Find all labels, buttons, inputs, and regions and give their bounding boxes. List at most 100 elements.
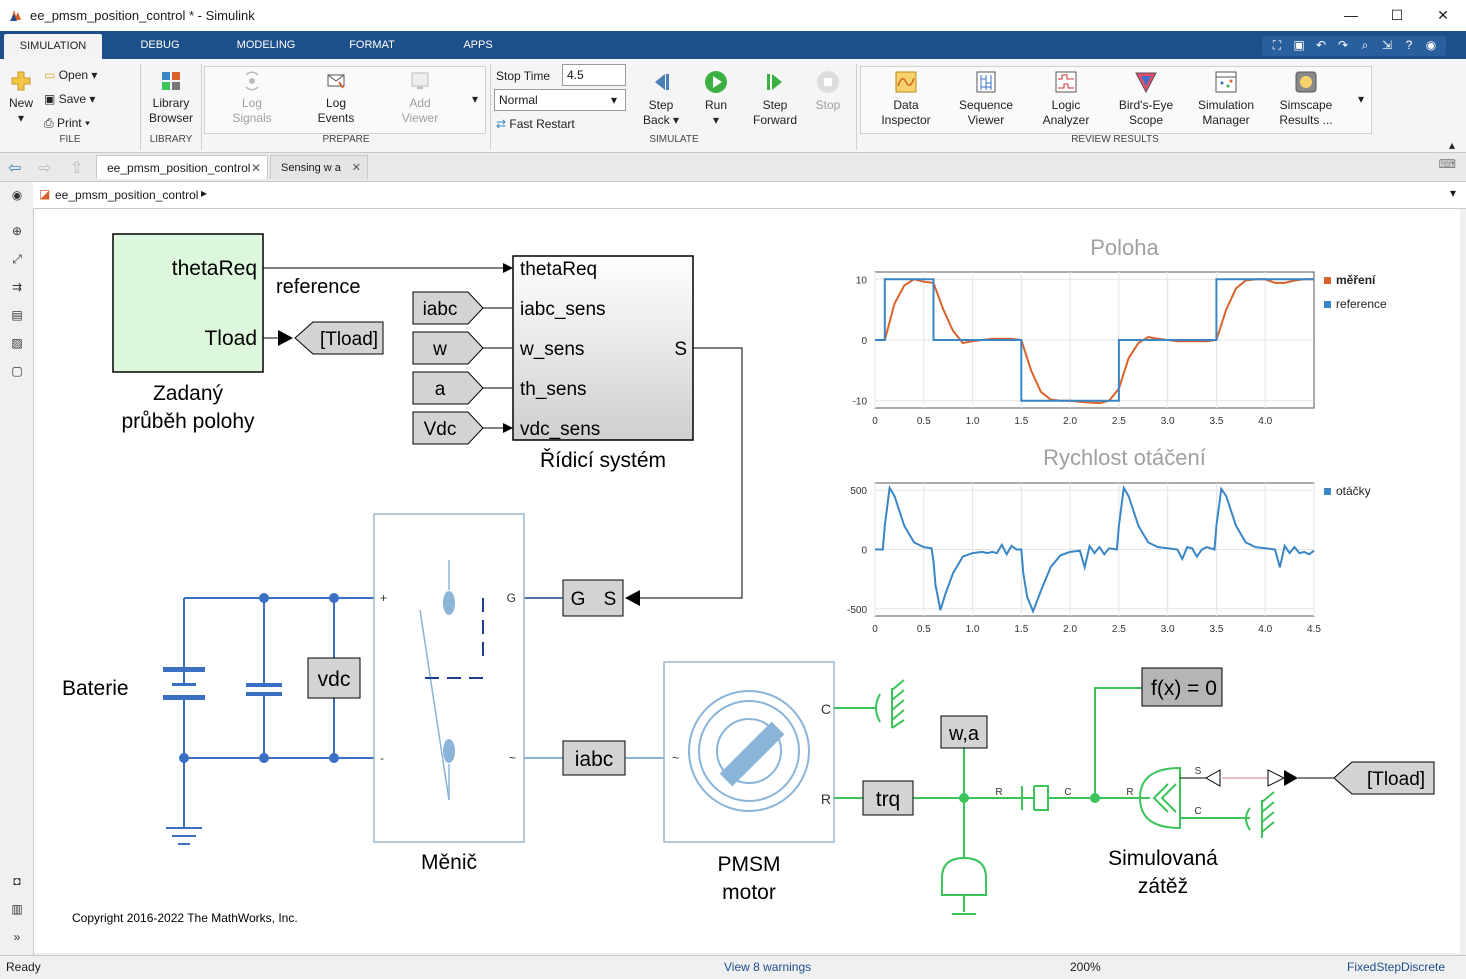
from-a-block[interactable] bbox=[412, 371, 484, 405]
expand-ribbon-icon[interactable]: ◉ bbox=[1425, 38, 1437, 52]
controller-block[interactable] bbox=[512, 255, 694, 441]
vdc-sensor-block[interactable] bbox=[307, 657, 361, 699]
close-tab-icon[interactable]: ✕ bbox=[351, 162, 361, 174]
chart-xtick-label: 2.5 bbox=[1112, 624, 1126, 635]
tab-debug[interactable]: DEBUG bbox=[140, 39, 180, 51]
log-signals-icon bbox=[245, 71, 259, 91]
redo-icon[interactable]: ↷ bbox=[1337, 38, 1349, 52]
from-signal-lines[interactable] bbox=[483, 307, 512, 428]
new-button[interactable]: New▾ bbox=[6, 70, 36, 126]
open-button[interactable]: ▭ Open ▾ bbox=[44, 68, 98, 82]
trq-sensor-block[interactable] bbox=[862, 780, 914, 816]
maximize-button[interactable]: ☐ bbox=[1390, 7, 1404, 23]
keyboard-icon[interactable]: ⌨ bbox=[1438, 157, 1456, 171]
tab-simulation[interactable]: SIMULATION bbox=[4, 34, 102, 59]
torque-source-symbol[interactable] bbox=[1138, 766, 1181, 830]
back-arrow-icon[interactable]: ⇦ bbox=[8, 160, 22, 177]
close-tab-icon[interactable]: ✕ bbox=[250, 161, 261, 175]
tab-modeling[interactable]: MODELING bbox=[236, 39, 296, 51]
collapse-ribbon-button[interactable]: ▴ bbox=[1442, 138, 1462, 153]
chart-legend-label: otáčky bbox=[1336, 484, 1371, 498]
review-gallery-dropdown[interactable]: ▾ bbox=[1354, 92, 1368, 107]
tab-sensing[interactable]: Sensing w a✕ bbox=[270, 155, 368, 179]
help-icon[interactable]: ? bbox=[1405, 38, 1413, 52]
warnings-link[interactable]: View 8 warnings bbox=[724, 960, 812, 974]
run-button[interactable]: Run▾ bbox=[696, 70, 736, 128]
inertia-symbol[interactable] bbox=[941, 856, 987, 915]
minimize-button[interactable]: — bbox=[1344, 7, 1358, 23]
stop-button[interactable]: Stop bbox=[808, 70, 848, 113]
link-icon[interactable]: ⇲ bbox=[1381, 38, 1393, 52]
zoom-in-icon[interactable]: ⊕ bbox=[11, 224, 23, 238]
battery-symbol[interactable] bbox=[163, 667, 205, 700]
goto-tload-block[interactable] bbox=[294, 321, 384, 355]
from-w-block[interactable] bbox=[412, 331, 484, 365]
group-simulate-label: SIMULATE bbox=[649, 134, 699, 145]
reference-block[interactable] bbox=[112, 233, 264, 373]
expand-double-chevron-icon[interactable]: » bbox=[13, 930, 21, 944]
property-inspector-icon[interactable]: ▥ bbox=[11, 902, 23, 916]
breadcrumb-chevron-icon[interactable]: ▸ bbox=[201, 186, 208, 200]
hide-browser-icon[interactable]: ◉ bbox=[11, 188, 23, 202]
mechanical-wires[interactable] bbox=[834, 687, 1250, 858]
from-vdc-block[interactable] bbox=[412, 411, 484, 445]
area-icon[interactable]: ▢ bbox=[11, 364, 23, 378]
close-button[interactable]: ✕ bbox=[1437, 7, 1449, 23]
breadcrumb[interactable]: ee_pmsm_position_control bbox=[55, 188, 199, 202]
solver-config-label: f(x) = 0 bbox=[1151, 677, 1217, 700]
iabc-sensor-block[interactable] bbox=[562, 740, 626, 776]
from-tload-block[interactable] bbox=[1333, 761, 1435, 795]
solver-link[interactable]: FixedStepDiscrete bbox=[1347, 960, 1446, 974]
controller-output-line[interactable] bbox=[628, 347, 743, 599]
prepare-gallery-dropdown[interactable]: ▾ bbox=[468, 92, 482, 107]
model-canvas[interactable]: thetaReq Tload Zadaný průběh polohy refe… bbox=[34, 209, 1460, 953]
controller-port-vdc: vdc_sens bbox=[520, 419, 600, 440]
up-arrow-icon[interactable]: ⇧ bbox=[70, 160, 84, 177]
rotational-coupling-symbol[interactable] bbox=[1021, 785, 1049, 811]
search-doc-icon[interactable]: ⛶ bbox=[1272, 38, 1282, 52]
signal-arrow-icon[interactable]: ⇉ bbox=[11, 280, 23, 294]
stop-time-input[interactable]: 4.5 bbox=[562, 64, 626, 86]
tab-model[interactable]: ee_pmsm_position_control✕ bbox=[96, 155, 268, 179]
solver-config-block[interactable] bbox=[1141, 667, 1223, 707]
undo-icon[interactable]: ↶ bbox=[1315, 38, 1327, 52]
save-button[interactable]: ▣ Save ▾ bbox=[44, 92, 96, 106]
chevron-down-icon: ▾ bbox=[610, 93, 617, 107]
fit-to-view-icon[interactable]: ⤢ bbox=[12, 252, 22, 266]
print-button[interactable]: ⎙ Print ▾ bbox=[44, 116, 91, 130]
mechanical-junctions bbox=[959, 793, 1100, 803]
camera-icon[interactable]: ◘ bbox=[13, 874, 21, 888]
fast-restart-button[interactable]: ⇄ Fast Restart bbox=[496, 117, 575, 131]
capacitor-symbol[interactable] bbox=[246, 683, 282, 696]
tab-format[interactable]: FORMAT bbox=[349, 39, 395, 51]
chevron-down-icon[interactable]: ▾ bbox=[1449, 186, 1456, 200]
tab-apps[interactable]: APPS bbox=[463, 39, 493, 51]
simulation-mode-select[interactable]: Normal▾ bbox=[494, 89, 626, 111]
dc-bus-wires[interactable] bbox=[183, 597, 374, 828]
save-quick-icon[interactable]: ▣ bbox=[1293, 38, 1305, 52]
annotation-icon[interactable]: ▤ bbox=[11, 308, 23, 322]
image-icon[interactable]: ▨ bbox=[11, 336, 23, 350]
forward-arrow-icon[interactable]: ⇨ bbox=[38, 160, 52, 177]
chart-xtick-label: 0.5 bbox=[917, 416, 931, 427]
from-iabc-block[interactable] bbox=[412, 291, 484, 325]
iabc-sensor-label: iabc bbox=[575, 748, 614, 771]
sequence-viewer-icon bbox=[976, 71, 996, 93]
wa-sensor-block[interactable] bbox=[940, 715, 988, 749]
gs-converter-block[interactable] bbox=[562, 579, 624, 617]
search-icon[interactable]: ⌕ bbox=[1361, 38, 1369, 52]
chart-series-line-0 bbox=[875, 484, 1315, 615]
vdc-sensor-label: vdc bbox=[318, 668, 351, 691]
